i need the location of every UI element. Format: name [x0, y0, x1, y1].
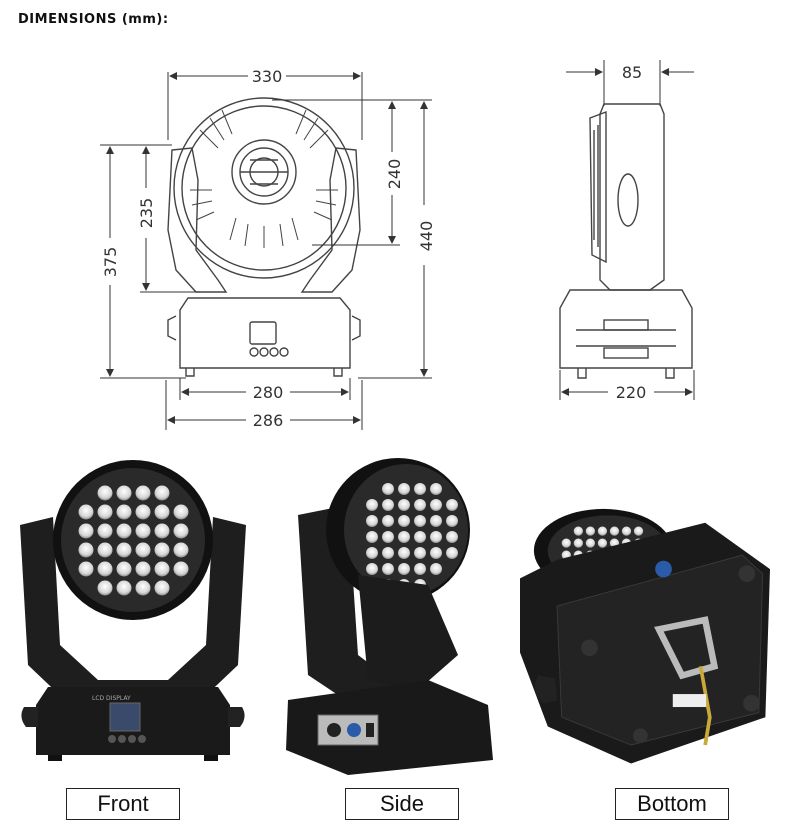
dim-yoke-height: 235 — [137, 198, 156, 229]
led-lens — [414, 531, 426, 543]
led-lens — [135, 542, 151, 558]
led-lens — [382, 515, 394, 527]
led-lens — [430, 531, 442, 543]
led-lens — [116, 561, 132, 577]
led-lens — [366, 563, 378, 575]
led-lens — [430, 499, 442, 511]
led-lens — [154, 485, 170, 501]
led-lens — [116, 580, 132, 596]
led-lens — [573, 538, 583, 548]
led-lens — [135, 504, 151, 520]
led-lens — [382, 531, 394, 543]
led-lens — [366, 547, 378, 559]
led-lens — [382, 483, 394, 495]
led-lens — [609, 526, 620, 536]
led-lens — [154, 504, 170, 520]
led-lens — [621, 526, 632, 536]
led-lens — [135, 561, 151, 577]
led-lens — [78, 504, 94, 520]
led-lens — [430, 563, 442, 575]
led-lens — [430, 483, 442, 495]
led-lens — [398, 515, 410, 527]
dim-depth-base: 220 — [616, 383, 647, 402]
led-lens — [446, 515, 458, 527]
led-lens — [135, 580, 151, 596]
dimension-drawing: 330 240 440 235 375 280 286 85 220 — [100, 60, 695, 430]
led-lens — [573, 526, 583, 536]
led-lens — [97, 504, 113, 520]
led-lens — [597, 526, 608, 536]
side-view-drawing — [559, 103, 693, 379]
led-lens — [398, 483, 410, 495]
led-lens — [78, 542, 94, 558]
side-photo — [286, 458, 493, 775]
caption-front: Front — [66, 788, 180, 820]
led-lens — [173, 504, 189, 520]
dim-total-height: 440 — [417, 221, 436, 252]
led-lens — [97, 542, 113, 558]
led-lens — [446, 499, 458, 511]
led-lens — [78, 561, 94, 577]
page-title: DIMENSIONS (mm): — [18, 12, 169, 27]
led-lens — [116, 504, 132, 520]
dim-head-height: 240 — [385, 159, 404, 190]
led-lens — [446, 531, 458, 543]
led-lens — [597, 538, 608, 548]
led-lens — [366, 499, 378, 511]
led-lens — [398, 547, 410, 559]
led-lens — [382, 547, 394, 559]
led-lens — [135, 485, 151, 501]
led-lens — [366, 531, 378, 543]
led-lens — [116, 523, 132, 539]
led-lens — [97, 561, 113, 577]
led-lens — [116, 542, 132, 558]
led-lens — [561, 538, 571, 548]
led-lens — [78, 523, 94, 539]
led-lens — [97, 485, 113, 501]
led-lens — [414, 563, 426, 575]
caption-bottom: Bottom — [615, 788, 729, 820]
led-lens — [446, 547, 458, 559]
led-lens — [173, 523, 189, 539]
led-lens — [398, 531, 410, 543]
led-lens — [398, 499, 410, 511]
led-lens — [154, 580, 170, 596]
bottom-photo — [520, 508, 770, 764]
dim-base-width: 280 — [253, 383, 284, 402]
led-lens — [414, 547, 426, 559]
caption-side: Side — [345, 788, 459, 820]
led-lens — [430, 547, 442, 559]
lcd-label: LCD DISPLAY — [92, 695, 131, 702]
dim-base-height: 375 — [101, 247, 120, 278]
led-lens — [97, 523, 113, 539]
led-lens — [430, 515, 442, 527]
led-lens — [97, 580, 113, 596]
front-photo: LCD DISPLAY — [20, 460, 246, 761]
led-lens — [382, 563, 394, 575]
led-lens — [366, 515, 378, 527]
led-lens — [173, 561, 189, 577]
led-lens — [585, 526, 595, 536]
led-lens — [585, 538, 595, 548]
led-lens — [154, 542, 170, 558]
dim-depth-top: 85 — [622, 63, 642, 82]
led-lens — [633, 526, 644, 536]
led-lens — [135, 523, 151, 539]
dim-top-width: 330 — [252, 67, 283, 86]
led-lens — [382, 499, 394, 511]
led-lens — [414, 499, 426, 511]
led-lens — [116, 485, 132, 501]
led-lens — [398, 563, 410, 575]
led-lens — [414, 515, 426, 527]
led-lens — [173, 542, 189, 558]
led-lens — [154, 561, 170, 577]
front-view-drawing — [167, 97, 361, 377]
dim-foot-width: 286 — [253, 411, 284, 430]
led-lens — [154, 523, 170, 539]
led-lens — [414, 483, 426, 495]
